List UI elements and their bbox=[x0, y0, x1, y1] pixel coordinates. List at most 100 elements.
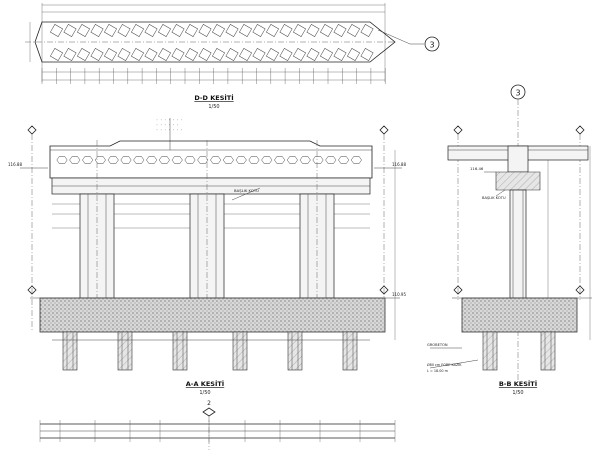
dd-void bbox=[360, 24, 374, 37]
aa-void bbox=[158, 156, 170, 164]
dd-void-row-top bbox=[50, 24, 374, 37]
dd-void bbox=[239, 24, 252, 37]
aa-void bbox=[222, 156, 234, 164]
dd-void bbox=[131, 24, 144, 37]
dd-void bbox=[198, 24, 212, 37]
aa-pile-cap bbox=[39, 297, 386, 333]
dd-scale: 1/50 bbox=[208, 104, 219, 110]
dd-void bbox=[252, 24, 266, 37]
dd-void bbox=[63, 24, 77, 37]
dd-void bbox=[77, 24, 90, 37]
bottom-marker-label: 2 bbox=[207, 400, 211, 407]
bb-beam-label: BAŞLIK KOTU bbox=[482, 196, 506, 200]
aa-void bbox=[210, 156, 222, 164]
bb-pile-length: L = 18.00 m bbox=[427, 369, 449, 373]
aa-title: A-A KESİTİ bbox=[186, 379, 224, 388]
dd-dimension-ticks bbox=[41, 68, 386, 84]
dd-void bbox=[279, 48, 293, 61]
aa-void bbox=[94, 156, 106, 164]
aa-void bbox=[82, 156, 94, 164]
bb-pile-label: Ø80 cm FORE KAZIK bbox=[427, 362, 462, 367]
aa-level-left: 116.88 bbox=[8, 162, 22, 167]
dd-void bbox=[63, 48, 77, 61]
bb-pile-cap bbox=[461, 297, 578, 333]
bb-pile bbox=[482, 331, 498, 371]
aa-axis-marker-left bbox=[27, 125, 37, 135]
aa-void bbox=[120, 156, 132, 164]
bb-footing-label: GROBETON bbox=[427, 343, 448, 347]
aa-void bbox=[146, 156, 158, 164]
dd-void bbox=[225, 48, 239, 61]
dd-void bbox=[158, 24, 171, 37]
bb-section: 3 116.46 BAŞLIK KOTU GROBETON bbox=[427, 84, 592, 396]
aa-piles bbox=[62, 331, 358, 371]
aa-void bbox=[350, 156, 362, 164]
dd-void bbox=[225, 24, 239, 37]
dd-void bbox=[266, 48, 279, 61]
dd-void bbox=[306, 48, 320, 61]
dd-void bbox=[171, 24, 185, 37]
aa-void bbox=[274, 156, 286, 164]
aa-void bbox=[107, 156, 119, 164]
aa-pile bbox=[232, 331, 248, 371]
dd-void bbox=[50, 48, 63, 61]
dd-void bbox=[239, 48, 252, 61]
aa-pile bbox=[172, 331, 188, 371]
dd-void bbox=[279, 24, 293, 37]
dd-void bbox=[306, 24, 320, 37]
dd-void bbox=[360, 48, 374, 61]
dd-void bbox=[333, 48, 347, 61]
aa-void bbox=[133, 156, 145, 164]
aa-void bbox=[171, 156, 183, 164]
section-marker-label: 3 bbox=[429, 41, 434, 50]
aa-note-1: · · · · · · · bbox=[156, 118, 183, 122]
aa-void bbox=[261, 156, 273, 164]
dd-void bbox=[50, 24, 63, 37]
bb-piles bbox=[482, 331, 556, 371]
dd-void bbox=[198, 48, 212, 61]
aa-axis-marker-right bbox=[379, 125, 389, 135]
aa-columns bbox=[79, 140, 335, 300]
aa-beam-label: BAŞLIK KOTU bbox=[234, 188, 259, 193]
aa-deck-voids bbox=[56, 156, 362, 164]
aa-void bbox=[235, 156, 247, 164]
dd-void bbox=[212, 24, 225, 37]
dd-void bbox=[104, 48, 117, 61]
dd-void bbox=[77, 48, 90, 61]
bottom-marker bbox=[202, 407, 216, 417]
bb-title: B-B KESİTİ bbox=[499, 379, 537, 388]
dd-void bbox=[347, 48, 360, 61]
aa-pile bbox=[287, 331, 303, 371]
aa-pile bbox=[117, 331, 133, 371]
dd-void bbox=[90, 24, 104, 37]
dd-void bbox=[144, 48, 158, 61]
aa-void bbox=[299, 156, 311, 164]
aa-note-2: · · · · · · bbox=[156, 123, 178, 127]
dd-void bbox=[104, 24, 117, 37]
aa-level-cap: 110.95 bbox=[392, 292, 406, 297]
dd-void bbox=[171, 48, 185, 61]
bb-cap bbox=[495, 171, 541, 191]
dd-void bbox=[117, 48, 131, 61]
bb-column bbox=[509, 189, 527, 299]
aa-void bbox=[312, 156, 324, 164]
aa-void bbox=[69, 156, 81, 164]
dd-void bbox=[131, 48, 144, 61]
aa-section: · · · · · · · · · · · · · · · · · · · · … bbox=[8, 118, 406, 396]
dd-void bbox=[266, 24, 279, 37]
aa-void bbox=[248, 156, 260, 164]
aa-void bbox=[325, 156, 337, 164]
dd-void bbox=[293, 24, 306, 37]
bb-scale: 1/50 bbox=[512, 390, 523, 396]
dd-void bbox=[158, 48, 171, 61]
aa-note-3: · · · · · · · bbox=[156, 128, 183, 132]
aa-pile bbox=[342, 331, 358, 371]
dd-title: D-D KESİTİ bbox=[194, 93, 233, 102]
dd-void bbox=[333, 24, 347, 37]
dd-void bbox=[320, 48, 333, 61]
aa-void bbox=[286, 156, 298, 164]
dd-void bbox=[90, 48, 104, 61]
aa-void bbox=[184, 156, 196, 164]
dd-section: 3 D-D KESİTİ 1/50 bbox=[25, 3, 440, 110]
